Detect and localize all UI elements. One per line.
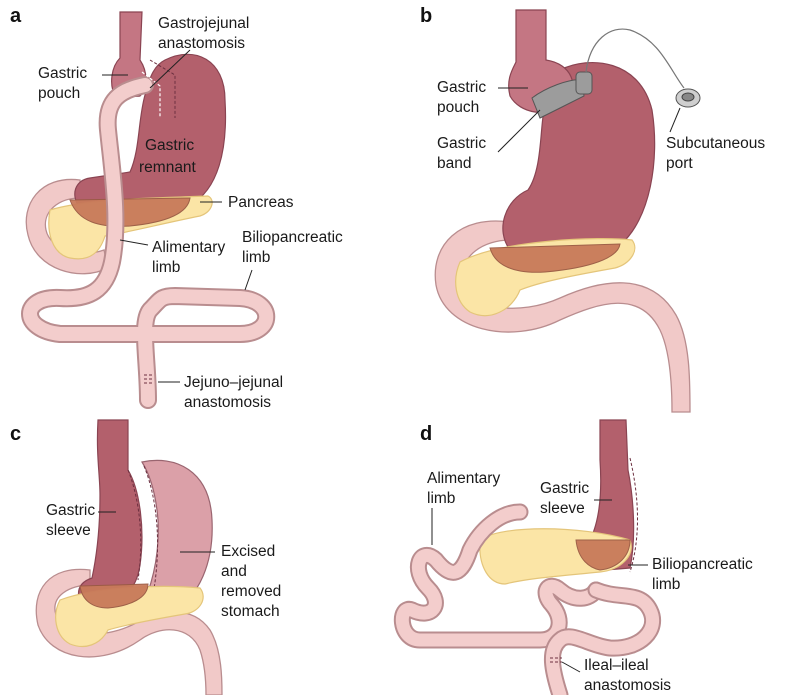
a-label-alimentary-1: Alimentary bbox=[152, 239, 225, 256]
c-gastric-sleeve bbox=[77, 419, 143, 603]
a-pancreas-shadow bbox=[69, 197, 191, 227]
a-label-pancreas: Pancreas bbox=[228, 194, 294, 211]
panel-a-letter: a bbox=[10, 5, 22, 27]
b-pancreas-shadow bbox=[489, 243, 621, 273]
b-label-band-2: band bbox=[437, 155, 471, 172]
a-label-jj-2: anastomosis bbox=[184, 394, 271, 411]
d-label-sleeve-2: sleeve bbox=[540, 500, 585, 517]
a-label-remnant-1: Gastric bbox=[145, 137, 194, 154]
d-label-bilio-1: Biliopancreatic bbox=[652, 556, 753, 573]
a-label-remnant-2: remnant bbox=[139, 159, 197, 176]
d-label-ileal-2: anastomosis bbox=[584, 677, 671, 694]
a-staple-line bbox=[149, 59, 176, 118]
a-label-gj-1: Gastrojejunal bbox=[158, 15, 249, 32]
d-label-ileal-1: Ileal–ileal bbox=[584, 657, 649, 674]
a-label-gj-2: anastomosis bbox=[158, 35, 245, 52]
d-label-alimentary-1: Alimentary bbox=[427, 470, 500, 487]
b-gastric-band bbox=[531, 79, 585, 119]
a-label-bilio-1: Biliopancreatic bbox=[242, 229, 343, 246]
a-label-gastric-pouch-2: pouch bbox=[38, 85, 80, 102]
panel-b-letter: b bbox=[420, 5, 432, 27]
a-label-bilio-2: limb bbox=[242, 249, 270, 266]
c-label-excised-4: stomach bbox=[221, 603, 280, 620]
c-pancreas-shadow bbox=[79, 583, 149, 609]
c-label-sleeve-1: Gastric bbox=[46, 502, 95, 519]
panel-c: c Gastric sleeve Excised and removed sto… bbox=[10, 419, 281, 695]
panel-b: b Gastric pouch Gastric band Subcutaneou… bbox=[420, 5, 765, 413]
b-label-pouch-1: Gastric bbox=[437, 79, 486, 96]
panel-a: a Gastric pouch Gastrojejunal anastomosi… bbox=[10, 5, 343, 411]
c-label-sleeve-2: sleeve bbox=[46, 522, 91, 539]
a-label-jj-1: Jejuno–jejunal bbox=[184, 374, 283, 391]
a-label-alimentary-2: limb bbox=[152, 259, 180, 276]
a-label-gastric-pouch-1: Gastric bbox=[38, 65, 87, 82]
b-label-port-1: Subcutaneous bbox=[666, 135, 765, 152]
panel-d-letter: d bbox=[420, 423, 432, 445]
c-label-excised-3: removed bbox=[221, 583, 281, 600]
d-label-sleeve-1: Gastric bbox=[540, 480, 589, 497]
d-label-bilio-2: limb bbox=[652, 576, 680, 593]
b-label-pouch-2: pouch bbox=[437, 99, 479, 116]
panel-d: d Alimentary limb Gastric sleeve Biliopa… bbox=[393, 419, 753, 695]
b-label-band-1: Gastric bbox=[437, 135, 486, 152]
b-label-port-2: port bbox=[666, 155, 693, 172]
a-esophagus bbox=[111, 11, 147, 99]
panel-c-letter: c bbox=[10, 423, 21, 445]
c-label-excised-1: Excised bbox=[221, 543, 275, 560]
a-gastric-remnant bbox=[74, 53, 227, 209]
d-pancreas-shadow bbox=[575, 539, 631, 571]
c-label-excised-2: and bbox=[221, 563, 247, 580]
d-label-alimentary-2: limb bbox=[427, 490, 455, 507]
b-tubing bbox=[585, 28, 685, 89]
